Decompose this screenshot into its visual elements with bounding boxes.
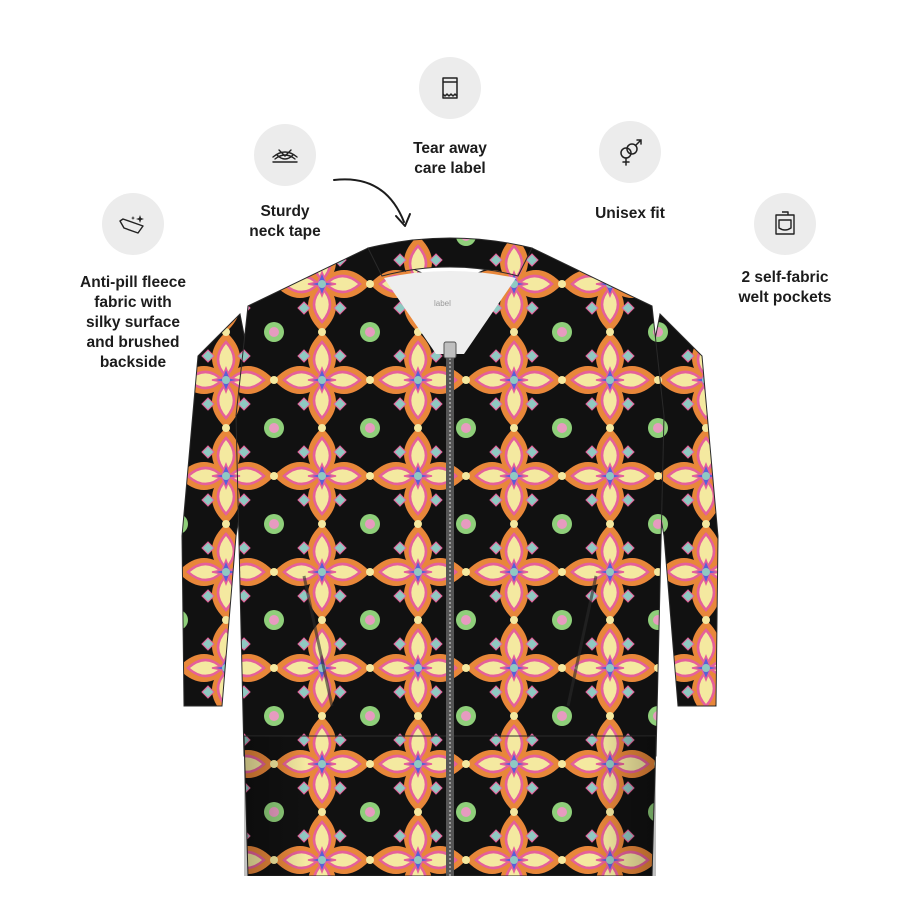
gender-symbols-icon [599,121,661,183]
pocket-icon [754,193,816,255]
feature-care-label-text: Tear away care label [413,140,487,177]
feature-unisex: Unisex fit [565,121,695,224]
svg-text:label: label [434,299,451,308]
feature-care-label: Tear away care label [385,57,515,179]
sparkle-fabric-icon [102,193,164,255]
feature-pockets: 2 self-fabric welt pockets [710,193,860,308]
feature-fleece: Anti-pill fleece fabric with silky surfa… [48,193,218,373]
jacket-image: label [181,237,719,876]
feature-unisex-label: Unisex fit [595,205,665,222]
feature-pockets-label: 2 self-fabric welt pockets [738,269,832,306]
care-label-icon [419,57,481,119]
feature-neck-tape-label: Sturdy neck tape [249,203,321,240]
collar-icon [254,124,316,186]
curved-arrow-icon [333,178,411,227]
feature-neck-tape: Sturdy neck tape [220,124,350,242]
feature-fleece-label: Anti-pill fleece fabric with silky surfa… [80,274,186,371]
